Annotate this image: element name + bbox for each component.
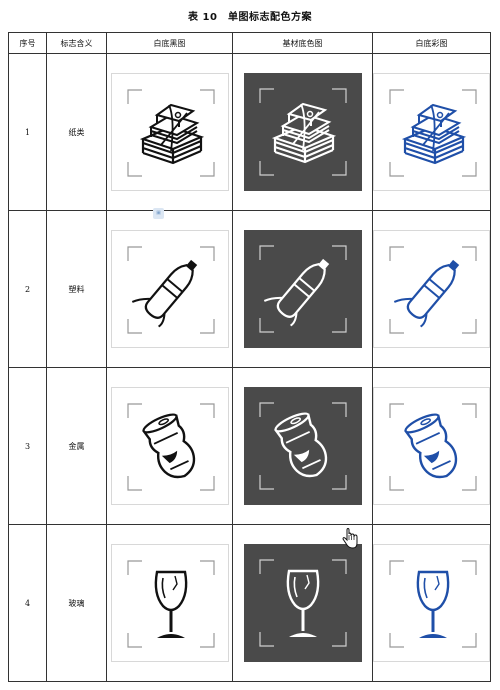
plastic-bottle-icon — [263, 258, 329, 327]
white-bg-color-cell — [372, 367, 491, 525]
corner-brackets — [258, 245, 347, 333]
white-frame — [110, 544, 229, 662]
white-bg-color-cell — [372, 524, 491, 682]
white-bg-black-cell — [106, 524, 233, 682]
corner-brackets — [126, 560, 215, 648]
row-number: 4 — [8, 524, 47, 682]
color-frame — [373, 387, 490, 505]
row-meaning: 塑料 — [46, 210, 107, 368]
white-frame — [110, 230, 229, 348]
white-bg-color-cell — [372, 210, 491, 368]
header-white: 白底黑图 — [106, 32, 233, 54]
row-number: 1 — [8, 53, 47, 211]
row-meaning: 纸类 — [46, 53, 107, 211]
corner-brackets — [258, 402, 347, 490]
header-num: 序号 — [8, 32, 47, 54]
corner-brackets — [389, 403, 477, 491]
row-meaning: 金属 — [46, 367, 107, 525]
white-bg-black-cell — [106, 367, 233, 525]
corner-brackets — [389, 89, 477, 177]
row-number: 2 — [8, 210, 47, 368]
corner-brackets — [126, 89, 215, 177]
white-frame — [110, 73, 229, 191]
plastic-bottle-icon — [393, 259, 460, 328]
base-frame — [243, 544, 362, 662]
paper-stack-icon — [401, 103, 467, 165]
base-frame — [243, 387, 362, 505]
header-base: 基材底色图 — [232, 32, 373, 54]
base-color-cell — [232, 524, 373, 682]
corner-brackets — [389, 560, 477, 648]
wine-glass-icon — [416, 570, 450, 638]
white-frame — [110, 387, 229, 505]
table-title: 表 10 单图标志配色方案 — [188, 12, 312, 23]
hand-cursor-icon — [342, 527, 358, 549]
header-meaning: 标志含义 — [46, 32, 107, 54]
corner-brackets — [258, 559, 347, 647]
header-color: 白底彩图 — [372, 32, 491, 54]
paper-stack-icon — [271, 102, 336, 164]
color-frame — [373, 544, 490, 662]
white-bg-black-cell — [106, 210, 233, 368]
base-color-cell — [232, 53, 373, 211]
white-bg-color-cell — [372, 53, 491, 211]
row-number: 3 — [8, 367, 47, 525]
wine-glass-icon — [154, 570, 187, 638]
corner-brackets — [389, 246, 477, 334]
watermark-icon: ▣ — [153, 208, 164, 219]
corner-brackets — [126, 246, 215, 334]
base-color-cell — [232, 367, 373, 525]
color-frame — [373, 73, 490, 191]
paper-stack-icon — [139, 103, 204, 165]
base-frame — [243, 73, 362, 191]
corner-brackets — [258, 88, 347, 176]
row-meaning: 玻璃 — [46, 524, 107, 682]
header-row: 序号 标志含义 白底黑图 基材底色图 白底彩图 — [8, 32, 491, 54]
base-frame — [243, 230, 362, 348]
plastic-bottle-icon — [131, 259, 197, 328]
white-bg-black-cell — [106, 53, 233, 211]
crushed-can-icon — [273, 412, 327, 478]
crushed-can-icon — [141, 413, 195, 479]
wine-glass-icon — [286, 569, 319, 637]
crushed-can-icon — [404, 413, 458, 479]
corner-brackets — [126, 403, 215, 491]
base-color-cell — [232, 210, 373, 368]
color-frame — [373, 230, 490, 348]
